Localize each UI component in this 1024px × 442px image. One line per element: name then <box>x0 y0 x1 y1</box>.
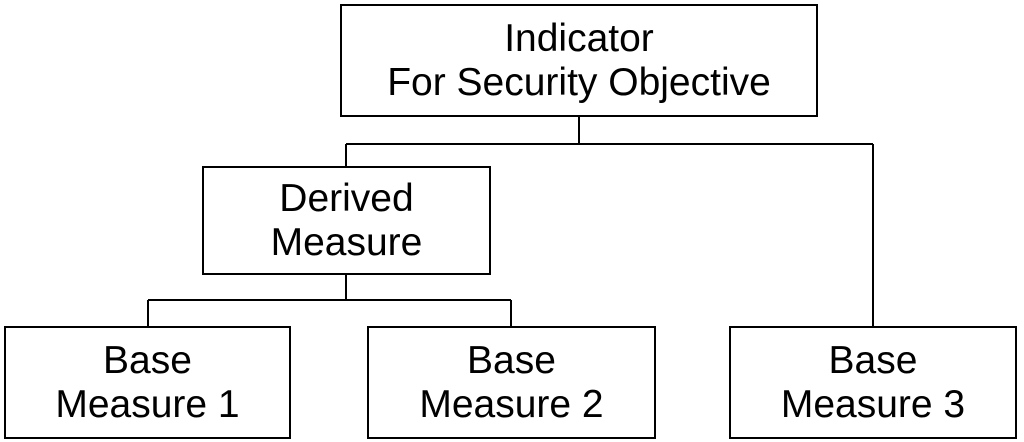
indicator-subtitle: For Security Objective <box>387 60 771 104</box>
base-measure-1-line2: Measure 1 <box>55 382 240 426</box>
base-measure-3-line2: Measure 3 <box>780 382 966 426</box>
derived-measure-node: Derived Measure <box>202 166 491 275</box>
base-measure-2-line1: Base <box>467 338 556 382</box>
indicator-title: Indicator <box>504 16 654 60</box>
indicator-node: Indicator For Security Objective <box>340 4 818 117</box>
derived-measure-line2: Measure <box>270 220 423 264</box>
base-measure-2-node: Base Measure 2 <box>367 326 656 439</box>
base-measure-3-line1: Base <box>828 338 918 382</box>
base-measure-1-line1: Base <box>103 338 192 382</box>
base-measure-1-node: Base Measure 1 <box>4 326 291 439</box>
base-measure-2-line2: Measure 2 <box>419 382 604 426</box>
base-measure-3-node: Base Measure 3 <box>729 326 1017 439</box>
derived-measure-line1: Derived <box>279 176 414 220</box>
